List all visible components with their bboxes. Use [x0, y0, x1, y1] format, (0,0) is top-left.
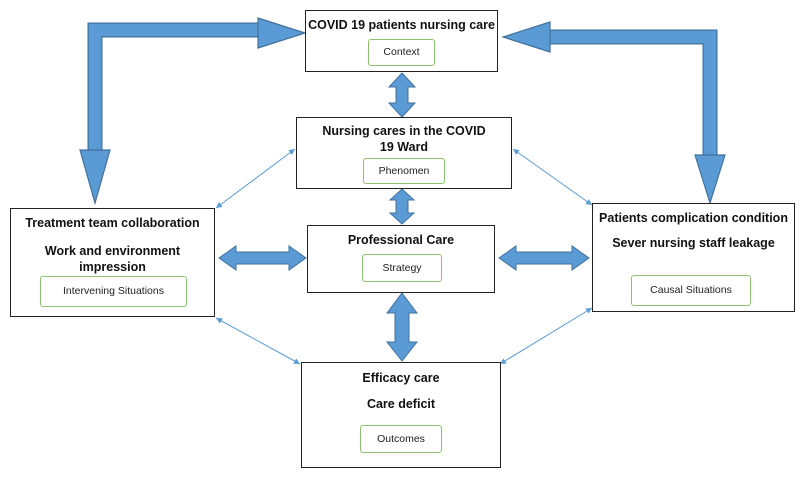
outcomes-box: Efficacy care Care deficit Outcomes — [301, 362, 501, 468]
context-title: COVID 19 patients nursing care — [308, 18, 495, 32]
causal-line1: Patients complication condition — [599, 211, 788, 225]
context-tag: Context — [368, 39, 435, 66]
outcomes-tag: Outcomes — [360, 425, 442, 453]
intervening-box: Treatment team collaboration Work and en… — [10, 208, 215, 317]
double-arrow-intervening-strategy — [218, 245, 307, 271]
strategy-title: Professional Care — [347, 233, 455, 247]
double-arrow-strategy-outcomes — [385, 292, 419, 362]
strategy-box: Professional Care Strategy — [307, 225, 495, 293]
intervening-tag: Intervening Situations — [40, 276, 187, 307]
thin-arrow-phenomenon-causal — [512, 148, 593, 206]
double-arrow-context-phenomenon — [387, 72, 417, 118]
phenomenon-tag: Phenomen — [363, 158, 445, 184]
double-arrow-strategy-causal — [498, 245, 590, 271]
thin-arrow-intervening-phenomenon — [215, 148, 296, 209]
causal-box: Patients complication condition Sever nu… — [592, 203, 795, 312]
context-box: COVID 19 patients nursing care Context — [305, 10, 498, 72]
outcomes-line2: Care deficit — [366, 397, 436, 411]
causal-line2: Sever nursing staff leakage — [612, 236, 775, 250]
thin-arrow-outcomes-causal — [499, 307, 593, 365]
causal-tag: Causal Situations — [631, 275, 751, 306]
phenomenon-box: Nursing cares in the COVID 19 Ward Pheno… — [296, 117, 512, 189]
outcomes-line1: Efficacy care — [362, 371, 440, 385]
phenomenon-title: Nursing cares in the COVID 19 Ward — [322, 124, 486, 154]
intervening-line1: Treatment team collaboration — [25, 216, 200, 230]
intervening-line2: Work and environment impression — [44, 244, 181, 274]
elbow-arrow-intervening-to-context — [79, 17, 307, 206]
elbow-arrow-causal-to-context — [501, 21, 726, 206]
double-arrow-phenomenon-strategy — [388, 188, 416, 225]
thin-arrow-intervening-outcomes — [215, 317, 301, 365]
strategy-tag: Strategy — [362, 254, 442, 282]
